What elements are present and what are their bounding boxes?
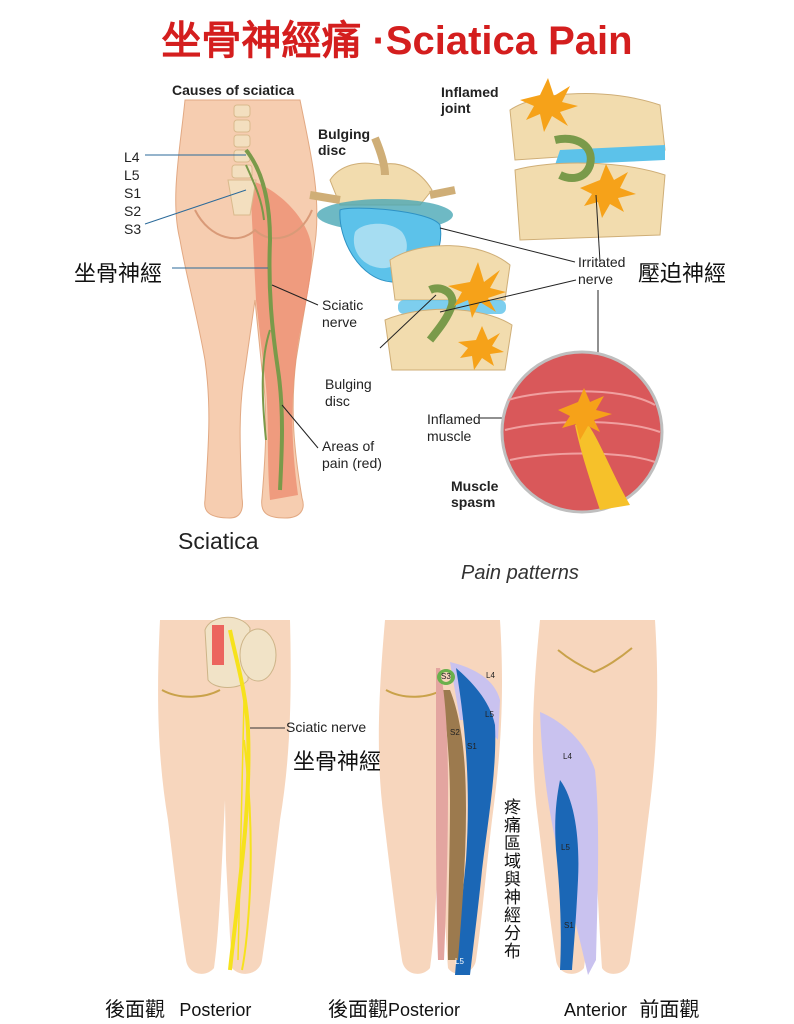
level-label: L5	[124, 167, 140, 183]
areas-of-pain-label: Areas of pain (red)	[322, 438, 382, 471]
bulging-disc-label-mid: Bulging disc	[325, 376, 372, 409]
dermatome-label: S1	[467, 742, 477, 751]
level-label: L4	[124, 149, 140, 165]
vertebra-bulging-disc	[309, 136, 456, 283]
causes-heading: Causes of sciatica	[172, 82, 295, 98]
dermatome-cn-label: 疼痛區域與神經分布	[500, 798, 520, 960]
vertebra-inflamed-joint	[509, 78, 666, 241]
dermatome-label: S3	[441, 672, 451, 681]
level-label: S1	[124, 185, 142, 201]
muscle-spasm-label: Muscle spasm	[451, 478, 499, 510]
dermatome-label: L5	[561, 843, 570, 852]
sciatica-caption: Sciatica	[178, 528, 259, 554]
caption-cn: 後面觀	[328, 997, 388, 1021]
posterior-legs-nerve	[158, 616, 291, 974]
inflamed-muscle-label: Inflamed muscle	[427, 411, 481, 444]
sciatica-causes-illustration	[144, 78, 666, 519]
caption-en: Posterior	[179, 1000, 252, 1020]
vertebra-mid	[384, 245, 513, 371]
inflamed-joint-label: Inflamed joint	[441, 84, 499, 116]
level-label: S2	[124, 203, 142, 219]
bulging-disc-label-top: Bulging disc	[318, 126, 371, 158]
compressed-nerve-cn-label: 壓迫神經	[638, 262, 727, 287]
caption-en: Posterior	[388, 1000, 461, 1020]
dermatome-label: L4	[486, 671, 495, 680]
level-label: S3	[124, 221, 142, 237]
dermatome-label: L5	[455, 957, 464, 966]
pain-pattern-legs-illustration	[158, 616, 658, 975]
muscle-spasm-circle	[500, 350, 664, 514]
anterior-legs-dermatome	[532, 620, 658, 975]
dermatome-label: S2	[450, 728, 460, 737]
caption-cn: 前面觀	[639, 997, 700, 1021]
spinal-levels: L4 L5 S1 S2 S3	[124, 148, 141, 238]
posterior-mid-caption: 後面觀Posterior	[328, 993, 460, 1022]
caption-en: Anterior	[564, 1000, 628, 1020]
posterior-legs-dermatome	[378, 620, 503, 975]
dermatome-label: S1	[564, 921, 574, 930]
sciatic-nerve-cn-label-bottom: 坐骨神經	[293, 750, 382, 775]
sciatic-nerve-cn-label: 坐骨神經	[74, 262, 163, 287]
pain-patterns-caption: Pain patterns	[461, 562, 579, 584]
dermatome-label: L5	[485, 710, 494, 719]
posterior-left-caption: 後面觀 Posterior	[105, 993, 251, 1022]
sciatic-nerve-label-bottom: Sciatic nerve	[286, 719, 367, 735]
sciatic-nerve-label: Sciatic nerve	[322, 297, 364, 330]
back-body-figure	[175, 99, 318, 519]
anterior-caption: Anterior 前面觀	[564, 993, 699, 1022]
caption-cn: 後面觀	[105, 997, 165, 1021]
irritated-nerve-label: Irritated nerve	[578, 254, 626, 287]
dermatome-label: L4	[563, 752, 572, 761]
page-title: 坐骨神經痛 ·Sciatica Pain	[161, 19, 633, 63]
